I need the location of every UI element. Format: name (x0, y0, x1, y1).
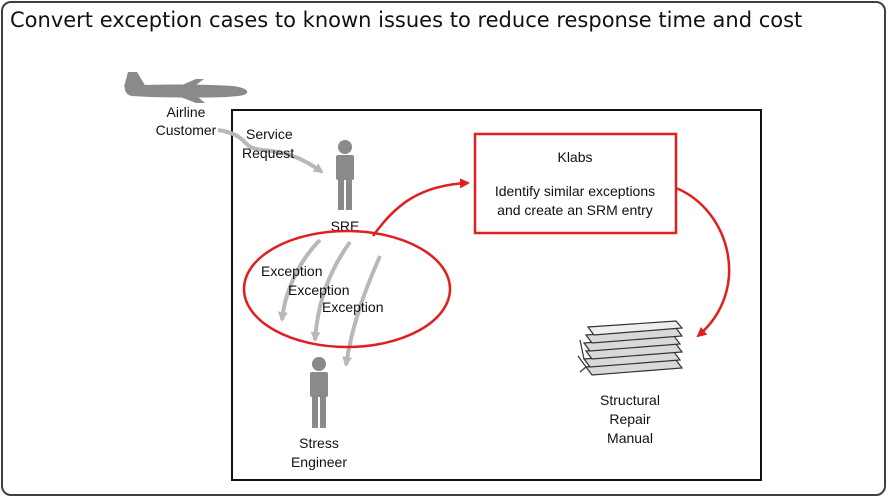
stress-engineer-person-icon (310, 357, 328, 428)
exception-arrow-1 (277, 238, 322, 322)
process-boundary-box (231, 109, 762, 481)
srm-label-line3: Manual (607, 430, 653, 446)
srm-label-line1: Structural (600, 392, 660, 408)
airplane-icon (124, 72, 248, 103)
to-klabs-arrow (371, 178, 470, 237)
exception-label-3: Exception (322, 299, 383, 315)
srm-label-line2: Repair (609, 411, 651, 427)
klabs-title: Klabs (557, 149, 592, 165)
exception-arrow-3 (342, 255, 382, 367)
stress-engineer-label-line2: Engineer (291, 454, 347, 470)
airline-customer-label-line2: Customer (156, 122, 217, 138)
exceptions-ellipse (242, 229, 452, 349)
klabs-text-line2: and create an SRM entry (497, 202, 653, 218)
klabs-text-line1: Identify similar exceptions (495, 183, 655, 199)
exception-label-2: Exception (288, 282, 349, 298)
service-request-label-line1: Service (246, 126, 293, 142)
sre-person-icon (336, 140, 354, 210)
manual-stack-icon (577, 320, 684, 376)
service-request-arrow (217, 128, 324, 174)
stress-engineer-label-line1: Stress (299, 435, 339, 451)
to-srm-arrow (675, 186, 731, 338)
klabs-box (473, 132, 678, 235)
exception-arrow-2 (310, 240, 352, 342)
service-request-label-line2: Request (242, 145, 294, 161)
slide-title: Convert exception cases to known issues … (10, 8, 803, 32)
airline-customer-label-line1: Airline (167, 104, 206, 120)
exception-label-1: Exception (261, 263, 322, 279)
